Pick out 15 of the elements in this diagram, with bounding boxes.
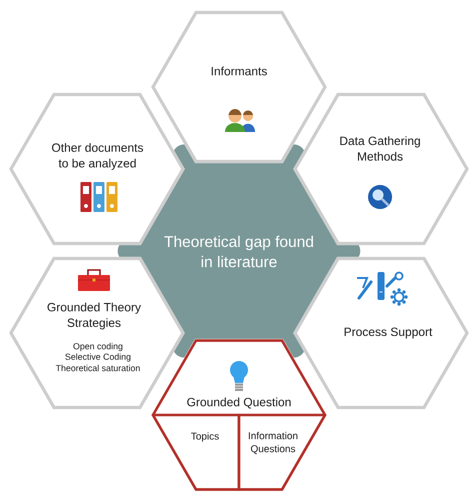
hexagon-tile	[151, 10, 327, 164]
heading: Data Gathering Methods	[340, 136, 420, 161]
hexagon-tile	[293, 256, 469, 410]
heading: Other documents to be analyzed	[52, 143, 144, 170]
list-item: Selective Coding	[65, 353, 130, 362]
heading: Grounded Question	[187, 398, 291, 408]
list-item: Open coding	[73, 342, 122, 352]
heading: Informants	[212, 66, 267, 76]
heading: Theoretical gap found in literature	[164, 236, 313, 268]
heading: Grounded Theory Strategies	[48, 302, 141, 330]
list-item: Theoretical saturation	[56, 364, 140, 372]
hexagon-tile	[9, 256, 185, 410]
hexagon-section: Information Questions	[238, 414, 326, 491]
heading: Process Support	[344, 328, 432, 338]
hexagon-section: Topics	[152, 414, 240, 491]
